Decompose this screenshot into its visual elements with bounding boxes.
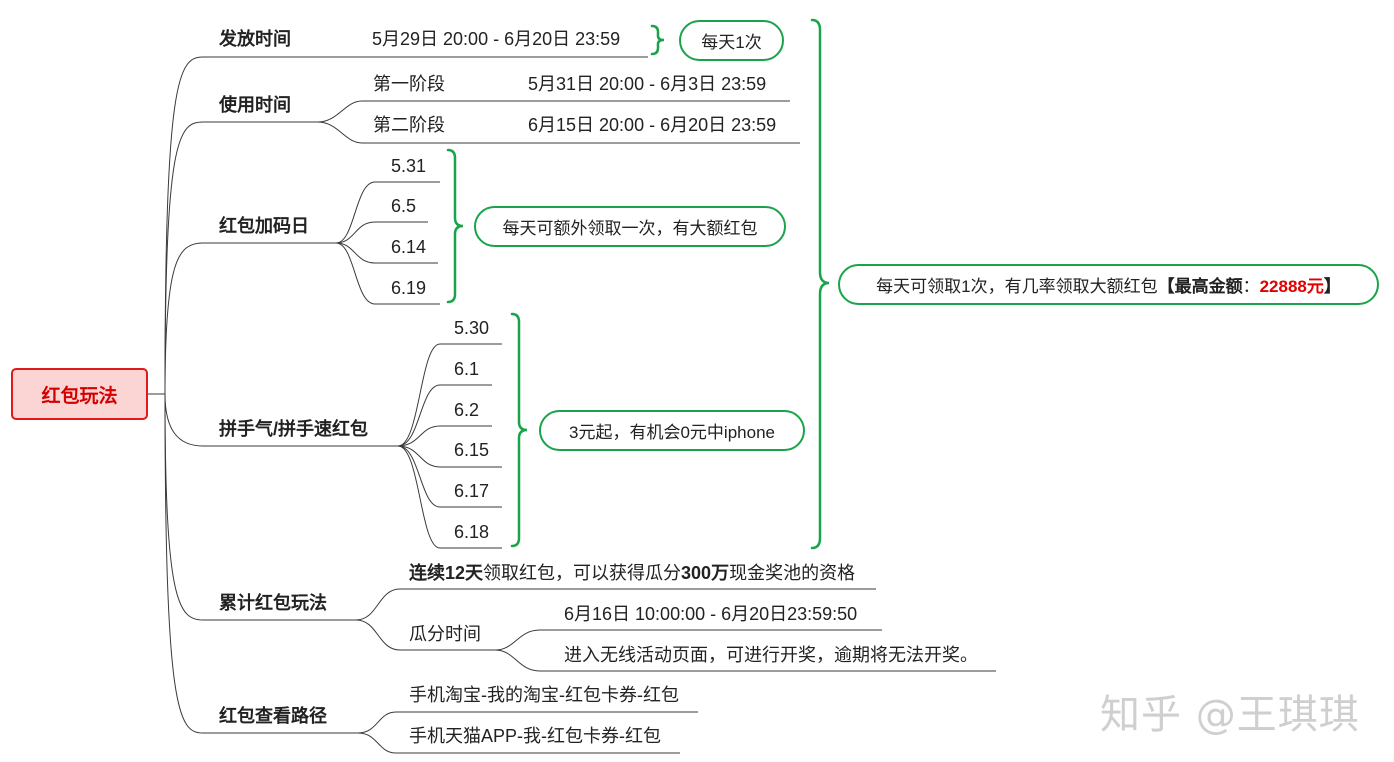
edge-group-d5 <box>397 445 502 508</box>
root-node: 红包玩法 <box>11 368 148 420</box>
edge-release <box>164 56 360 395</box>
edge-split-desc <box>494 649 996 672</box>
edge-bonus-d1 <box>335 181 440 244</box>
release-time: 5月29日 20:00 - 6月20日 23:59 <box>372 29 621 49</box>
cumulative-line1: 连续12天领取红包，可以获得瓜分300万现金奖池的资格 <box>409 562 855 584</box>
cumulative-text-a: 领取红包，可以获得瓜分 <box>483 563 682 583</box>
summary-note: 每天可领取1次，有几率领取大额红包【最高金额：22888元】 <box>838 264 1379 305</box>
cumulative-bold-amount: 300万 <box>681 563 730 583</box>
branch-group-label: 拼手气/拼手速红包 <box>219 419 369 439</box>
brace-release <box>650 24 665 56</box>
bonus-date: 6.19 <box>391 278 427 298</box>
edge-path <box>164 393 358 734</box>
edge-bonus-d3 <box>335 242 438 264</box>
path-item: 手机淘宝-我的淘宝-红包卡券-红包 <box>409 685 679 705</box>
edge-group-d6 <box>397 445 502 549</box>
edge-split-time <box>494 629 882 651</box>
brace-summary <box>810 18 830 550</box>
path-item: 手机天猫APP-我-红包卡券-红包 <box>409 726 661 746</box>
group-date: 5.30 <box>454 318 490 338</box>
cumulative-bold-days: 连续12天 <box>409 563 484 583</box>
branch-release-label: 发放时间 <box>219 29 291 49</box>
summary-bracket-open: 【 <box>1157 277 1175 296</box>
edge-group-d1 <box>397 343 502 447</box>
edge-use-stage2 <box>317 121 800 144</box>
edge-cum-split <box>355 619 495 651</box>
group-date: 6.2 <box>454 400 480 420</box>
brace-bonus <box>446 148 464 304</box>
group-date: 6.17 <box>454 481 490 501</box>
edge-bonus-d2 <box>335 221 428 244</box>
summary-label: 最高金额 <box>1174 277 1243 296</box>
release-note: 每天1次 <box>679 20 784 61</box>
group-date: 6.1 <box>454 359 480 379</box>
use-stage1-name: 第一阶段 <box>373 74 445 94</box>
edge-bonus <box>164 242 336 395</box>
branch-cumulative-label: 累计红包玩法 <box>219 593 327 613</box>
branch-bonus-label: 红包加码日 <box>219 216 309 236</box>
summary-colon: ： <box>1242 277 1260 296</box>
group-note: 3元起，有机会0元中iphone <box>539 410 805 451</box>
branch-use-label: 使用时间 <box>219 95 291 115</box>
split-desc: 进入无线活动页面，可进行开奖，逾期将无法开奖。 <box>564 645 978 665</box>
bonus-note: 每天可额外领取一次，有大额红包 <box>474 206 786 247</box>
split-time: 6月16日 10:00:00 - 6月20日23:59:50 <box>564 604 858 624</box>
branch-path-label: 红包查看路径 <box>219 706 327 726</box>
edge-use <box>164 121 318 395</box>
edge-group-d4 <box>397 445 502 468</box>
edge-group <box>164 393 398 447</box>
edge-path-2 <box>357 732 680 754</box>
use-stage2-name: 第二阶段 <box>373 115 445 135</box>
use-stage1-range: 5月31日 20:00 - 6月3日 23:59 <box>528 74 767 94</box>
cumulative-text-b: 现金奖池的资格 <box>729 563 856 583</box>
group-date: 6.15 <box>454 440 490 460</box>
brace-group <box>510 312 528 548</box>
bonus-date: 5.31 <box>391 156 427 176</box>
summary-prefix: 每天可领取1次，有几率领取大额红包 <box>876 277 1158 296</box>
summary-amount: 22888元 <box>1259 277 1324 296</box>
bonus-date: 6.5 <box>391 196 417 216</box>
watermark: 知乎 @王琪琪 <box>1100 692 1360 738</box>
edge-group-d3 <box>397 425 492 447</box>
edge-path-1 <box>357 711 698 734</box>
edge-bonus-d4 <box>335 242 440 305</box>
edge-use-stage1 <box>317 100 790 123</box>
edge-group-d2 <box>397 384 492 447</box>
group-date: 6.18 <box>454 522 490 542</box>
summary-bracket-close: 】 <box>1323 277 1341 296</box>
use-stage2-range: 6月15日 20:00 - 6月20日 23:59 <box>528 115 777 135</box>
edge-cum-line1 <box>355 588 876 621</box>
split-label: 瓜分时间 <box>409 624 481 644</box>
bonus-date: 6.14 <box>391 237 427 257</box>
